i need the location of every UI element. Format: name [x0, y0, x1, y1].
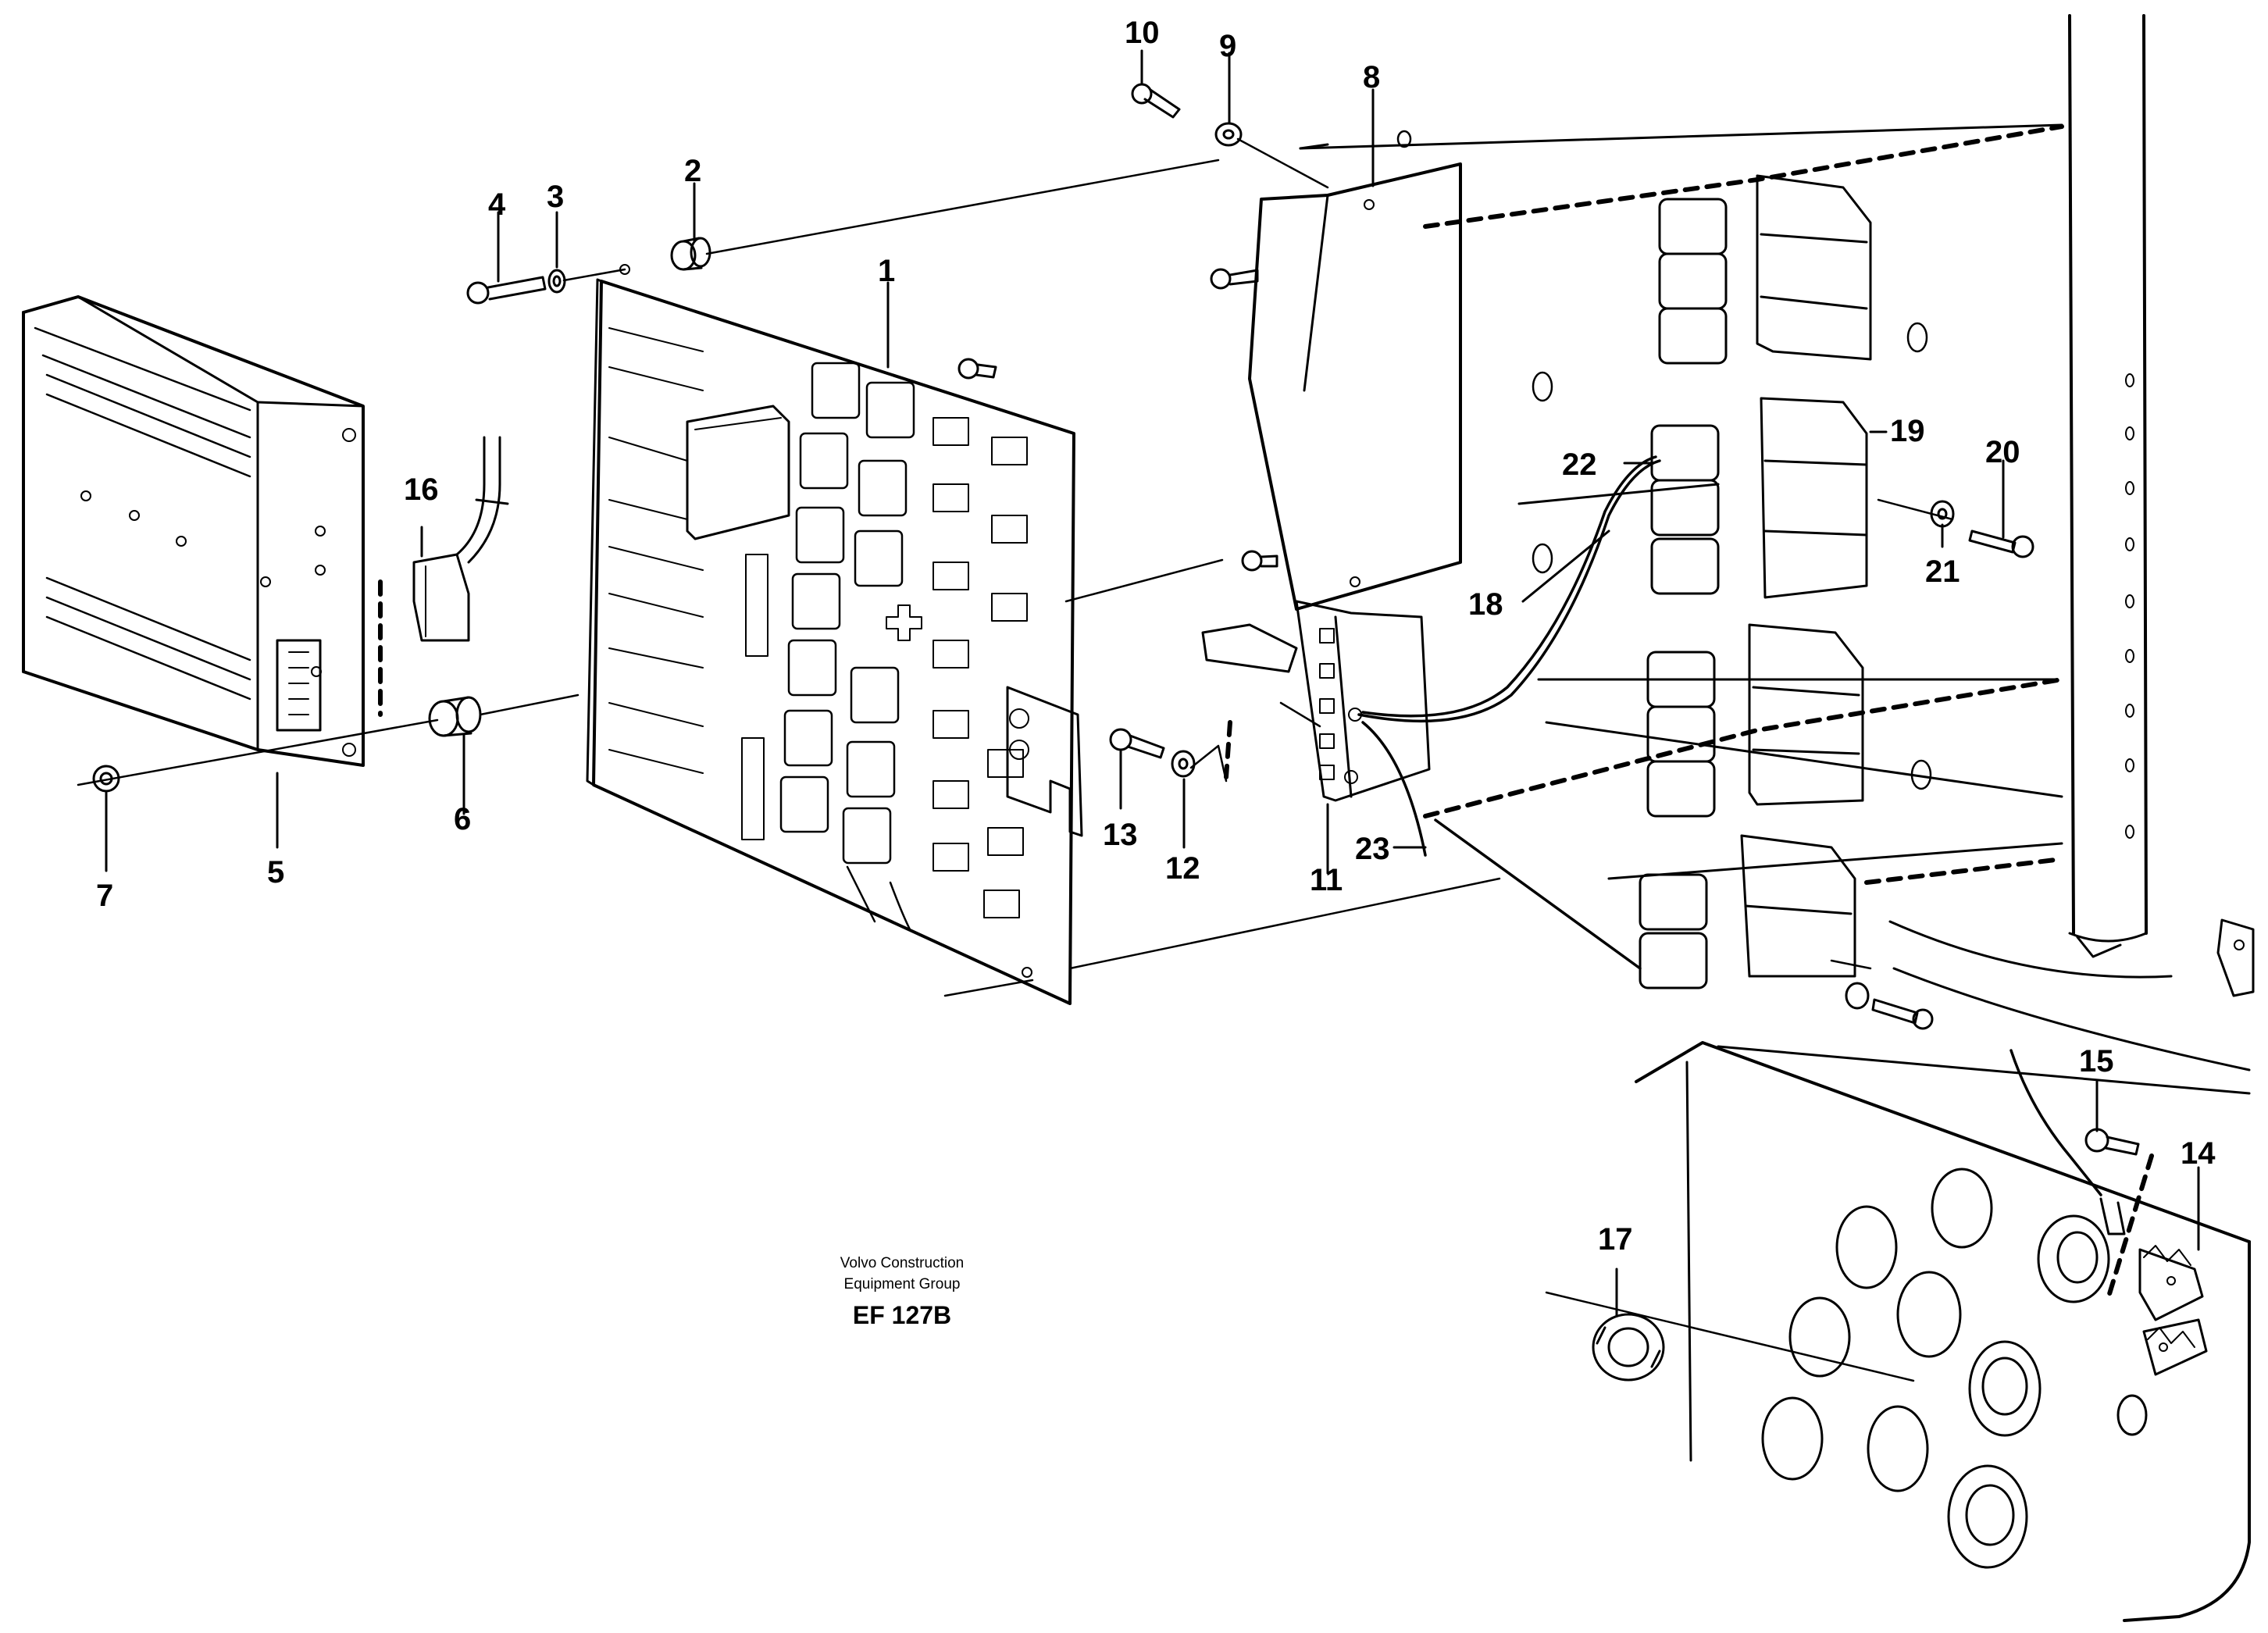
- figure-credit: Volvo Construction Equipment Group EF 12…: [840, 1255, 964, 1329]
- callout-11: 11: [1310, 863, 1343, 897]
- terminal-clip: [2099, 1197, 2208, 1376]
- callout-19: 19: [1890, 414, 1925, 448]
- callout-16: 16: [404, 472, 439, 507]
- callout-20: 20: [1985, 435, 2020, 469]
- callout-1: 1: [878, 254, 895, 288]
- panel-holes: [1396, 130, 1932, 790]
- credit-line-1: Volvo Construction: [840, 1255, 964, 1271]
- callout-3: 3: [547, 180, 564, 214]
- relay-sockets: [1740, 174, 1872, 978]
- callout-labels: 1 2 3 4 5 6 7 8 9 10 11 12 13 14 15 16 1…: [96, 16, 2216, 1257]
- leader-lines: [77, 137, 1954, 1382]
- callout-14: 14: [2181, 1136, 2216, 1171]
- control-unit-box: [22, 295, 365, 767]
- callout-21: 21: [1925, 554, 1960, 589]
- callout-leaders: [105, 49, 2200, 1317]
- fasteners: [92, 83, 2140, 1382]
- cover-plate: [1248, 162, 1462, 611]
- callout-13: 13: [1103, 818, 1138, 852]
- credit-line-2: Equipment Group: [844, 1276, 961, 1292]
- callout-7: 7: [96, 879, 113, 913]
- figure-id: EF 127B: [853, 1301, 951, 1329]
- circuit-board: [586, 264, 1083, 1005]
- callout-12: 12: [1165, 851, 1200, 886]
- callout-18: 18: [1468, 587, 1503, 622]
- gauge-openings: [1761, 1168, 2148, 1569]
- harness-plug: [412, 436, 509, 642]
- callout-6: 6: [454, 802, 471, 836]
- callout-9: 9: [1219, 29, 1236, 63]
- callout-15: 15: [2079, 1044, 2114, 1079]
- callout-2: 2: [684, 154, 701, 188]
- callout-10: 10: [1125, 16, 1160, 50]
- callout-23: 23: [1355, 832, 1390, 866]
- terminal-block: [1201, 600, 1431, 802]
- wires: [1357, 455, 2102, 1196]
- callout-17: 17: [1598, 1222, 1633, 1257]
- housing-panel: [1299, 14, 2255, 1622]
- callout-22: 22: [1562, 447, 1597, 482]
- callout-4: 4: [488, 187, 506, 222]
- callout-8: 8: [1363, 60, 1380, 94]
- pillar-holes: [2125, 373, 2134, 839]
- callout-5: 5: [267, 855, 284, 890]
- relay-stacks: [1639, 198, 1728, 989]
